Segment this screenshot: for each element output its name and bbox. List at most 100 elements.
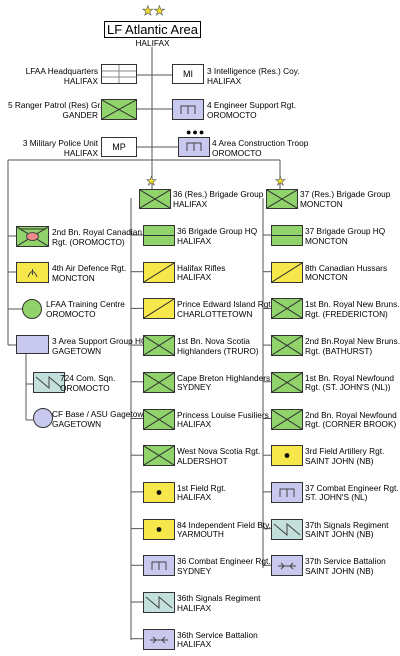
area-support-symbol <box>16 335 49 354</box>
unit-location: HALIFAX <box>177 272 212 283</box>
group36-unit-symbol <box>143 481 175 503</box>
group36-unit-label: 84 Independent Field Bty.YARMOUTH <box>177 519 271 540</box>
group37-unit-label: 2nd Bn.Royal New Bruns.Rgt. (BATHURST) <box>305 336 400 356</box>
unit-name: 1st Bn. Royal Newfound <box>305 372 395 383</box>
unit-name: 3rd Field Artillery Rgt. <box>305 446 385 457</box>
unit-name: 84 Independent Field Bty. <box>177 519 271 530</box>
unit-name: 37 Combat Engineer Rgt. <box>305 482 399 493</box>
group37-unit-symbol <box>271 261 303 283</box>
group37-unit-symbol <box>271 225 303 246</box>
unit-name: 1st Bn. Nova Scotia <box>177 336 250 347</box>
group36-unit-label: Prince Edward Island Rgt.CHARLOTTETOWN <box>177 300 273 319</box>
troop-dots-icon: ●●● <box>186 127 206 137</box>
unit-name: 37th Service Battalion <box>305 556 386 567</box>
unit-name: 37th Signals Regiment <box>305 519 389 530</box>
unit-name: 2nd Bn. Royal Newfound <box>305 409 397 420</box>
group36-symbol <box>139 189 171 209</box>
group36-unit-symbol <box>143 408 175 430</box>
group37-unit-label: 37 Combat Engineer Rgt.ST. JOHN'S (NL) <box>305 482 399 503</box>
intel-symbol: MI <box>172 64 204 84</box>
unit-location: ALDERSHOT <box>177 455 228 466</box>
training-centre-symbol <box>22 299 42 319</box>
group36-unit-symbol <box>143 335 175 357</box>
engineer-symbol <box>172 99 204 120</box>
unit-name: West Nova Scotia Rgt. <box>177 446 261 457</box>
unit-name: 2nd Bn.Royal New Bruns. <box>305 336 400 347</box>
unit-location: MONCTON <box>305 272 348 283</box>
group37-unit-symbol <box>271 445 303 467</box>
unit-location: ST. JOHN'S (NL) <box>305 492 368 503</box>
unit-name: Cape Breton Highlanders <box>177 372 271 383</box>
air-defence-symbol <box>16 262 49 283</box>
unit-name: 36 Brigade Group HQ <box>177 226 258 236</box>
group36-unit-label: West Nova Scotia Rgt.ALDERSHOT <box>177 447 260 466</box>
ranger-label: 5 Ranger Patrol (Res) Gr.GANDER <box>8 100 103 120</box>
unit-location: SAINT JOHN (NB) <box>305 529 374 540</box>
group37-unit-symbol <box>271 408 303 430</box>
unit-location: Rgt. (FREDERICTON) <box>305 308 388 319</box>
group36-star-icon: ★ <box>146 174 157 188</box>
unit-name: Princess Louise Fusiliers <box>177 409 269 420</box>
lfaa-hq-symbol <box>101 64 137 84</box>
group36-unit-symbol <box>143 225 175 246</box>
unit-name: 36 Combat Engineer Rgt. <box>177 556 271 567</box>
unit-location: HALIFAX <box>177 602 212 613</box>
unit-location: Rgt. (CORNER BROOK) <box>305 419 397 430</box>
unit-location: HALIFAX <box>177 235 212 246</box>
engineer-label: 4 Engineer Support Rgt.OROMOCTO <box>207 100 297 120</box>
group37-unit-symbol <box>271 298 303 320</box>
unit-location: YARMOUTH <box>177 529 224 540</box>
ranger-symbol <box>101 99 137 120</box>
unit-location: HALIFAX <box>177 492 212 503</box>
unit-name: 1st Field Rgt. <box>177 482 226 493</box>
group37-unit-symbol <box>271 481 303 503</box>
air-defence-label: 4th Air Defence Rgt.MONCTON <box>52 263 127 283</box>
group37-symbol <box>266 189 298 209</box>
unit-name: 36th Signals Regiment <box>177 593 261 603</box>
unit-location: SAINT JOHN (NB) <box>305 565 374 576</box>
unit-location: Rgt. (BATHURST) <box>305 345 373 356</box>
com-sqn-symbol <box>33 372 65 393</box>
rcr-symbol <box>16 226 49 247</box>
intel-label: 3 Intelligence (Res.) Coy.HALIFAX <box>207 66 300 86</box>
group36-unit-symbol <box>143 298 175 320</box>
construction-symbol <box>178 137 210 157</box>
unit-name: Prince Edward Island Rgt. <box>177 299 273 310</box>
group36-unit-symbol <box>143 628 175 650</box>
unit-name: 37 Brigade Group HQ <box>305 226 386 236</box>
group37-unit-symbol <box>271 518 303 540</box>
group36-unit-symbol <box>143 445 175 467</box>
group37-unit-label: 3rd Field Artillery Rgt.SAINT JOHN (NB) <box>305 447 384 466</box>
group37-unit-symbol <box>271 335 303 357</box>
group36-unit-symbol <box>143 371 175 393</box>
unit-location: SYDNEY <box>177 382 212 393</box>
unit-location: Rgt. (ST. JOHN'S (NL)) <box>305 382 391 393</box>
unit-name: 8th Canadian Hussars <box>305 262 388 273</box>
unit-location: CHARLOTTETOWN <box>177 308 253 319</box>
lf-atlantic-title: LF Atlantic Area <box>104 21 201 38</box>
unit-location: Highlanders (TRURO) <box>177 345 259 356</box>
unit-location: HALIFAX <box>177 419 212 430</box>
unit-location: HALIFAX <box>177 639 212 650</box>
unit-location: SAINT JOHN (NB) <box>305 455 374 466</box>
unit-name: 1st Bn. Royal New Bruns. <box>305 299 400 310</box>
group37-unit-symbol <box>271 371 303 393</box>
group36-unit-label: 1st Field Rgt.HALIFAX <box>177 482 226 503</box>
com-sqn-label: 724 Com. Sqn.OROMOCTO <box>60 373 116 393</box>
general-stars: ★★ <box>142 3 166 18</box>
mp-symbol: MP <box>101 137 137 157</box>
